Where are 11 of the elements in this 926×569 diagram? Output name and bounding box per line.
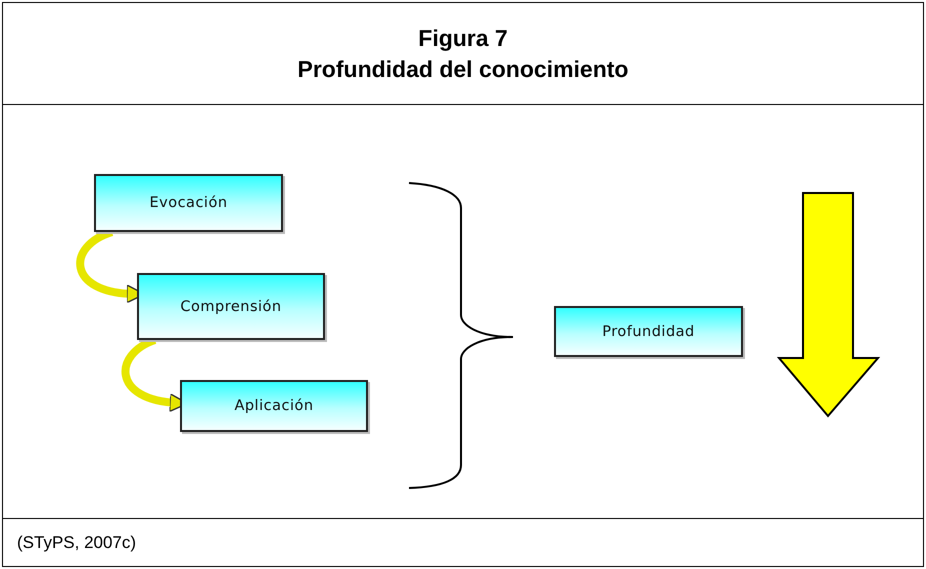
box-label: Profundidad (602, 324, 695, 340)
box-label: Evocación (149, 195, 228, 211)
figure-title: Figura 7 (417, 24, 509, 53)
source-caption: (STyPS, 2007c) (17, 533, 136, 553)
box-label: Aplicación (234, 398, 314, 414)
figure-subtitle: Profundidad del conocimiento (296, 54, 630, 84)
concept-box (94, 174, 283, 232)
concept-box (137, 273, 325, 340)
box-label: Comprensión (180, 298, 282, 314)
concept-box (554, 306, 743, 357)
concept-box (180, 380, 368, 432)
